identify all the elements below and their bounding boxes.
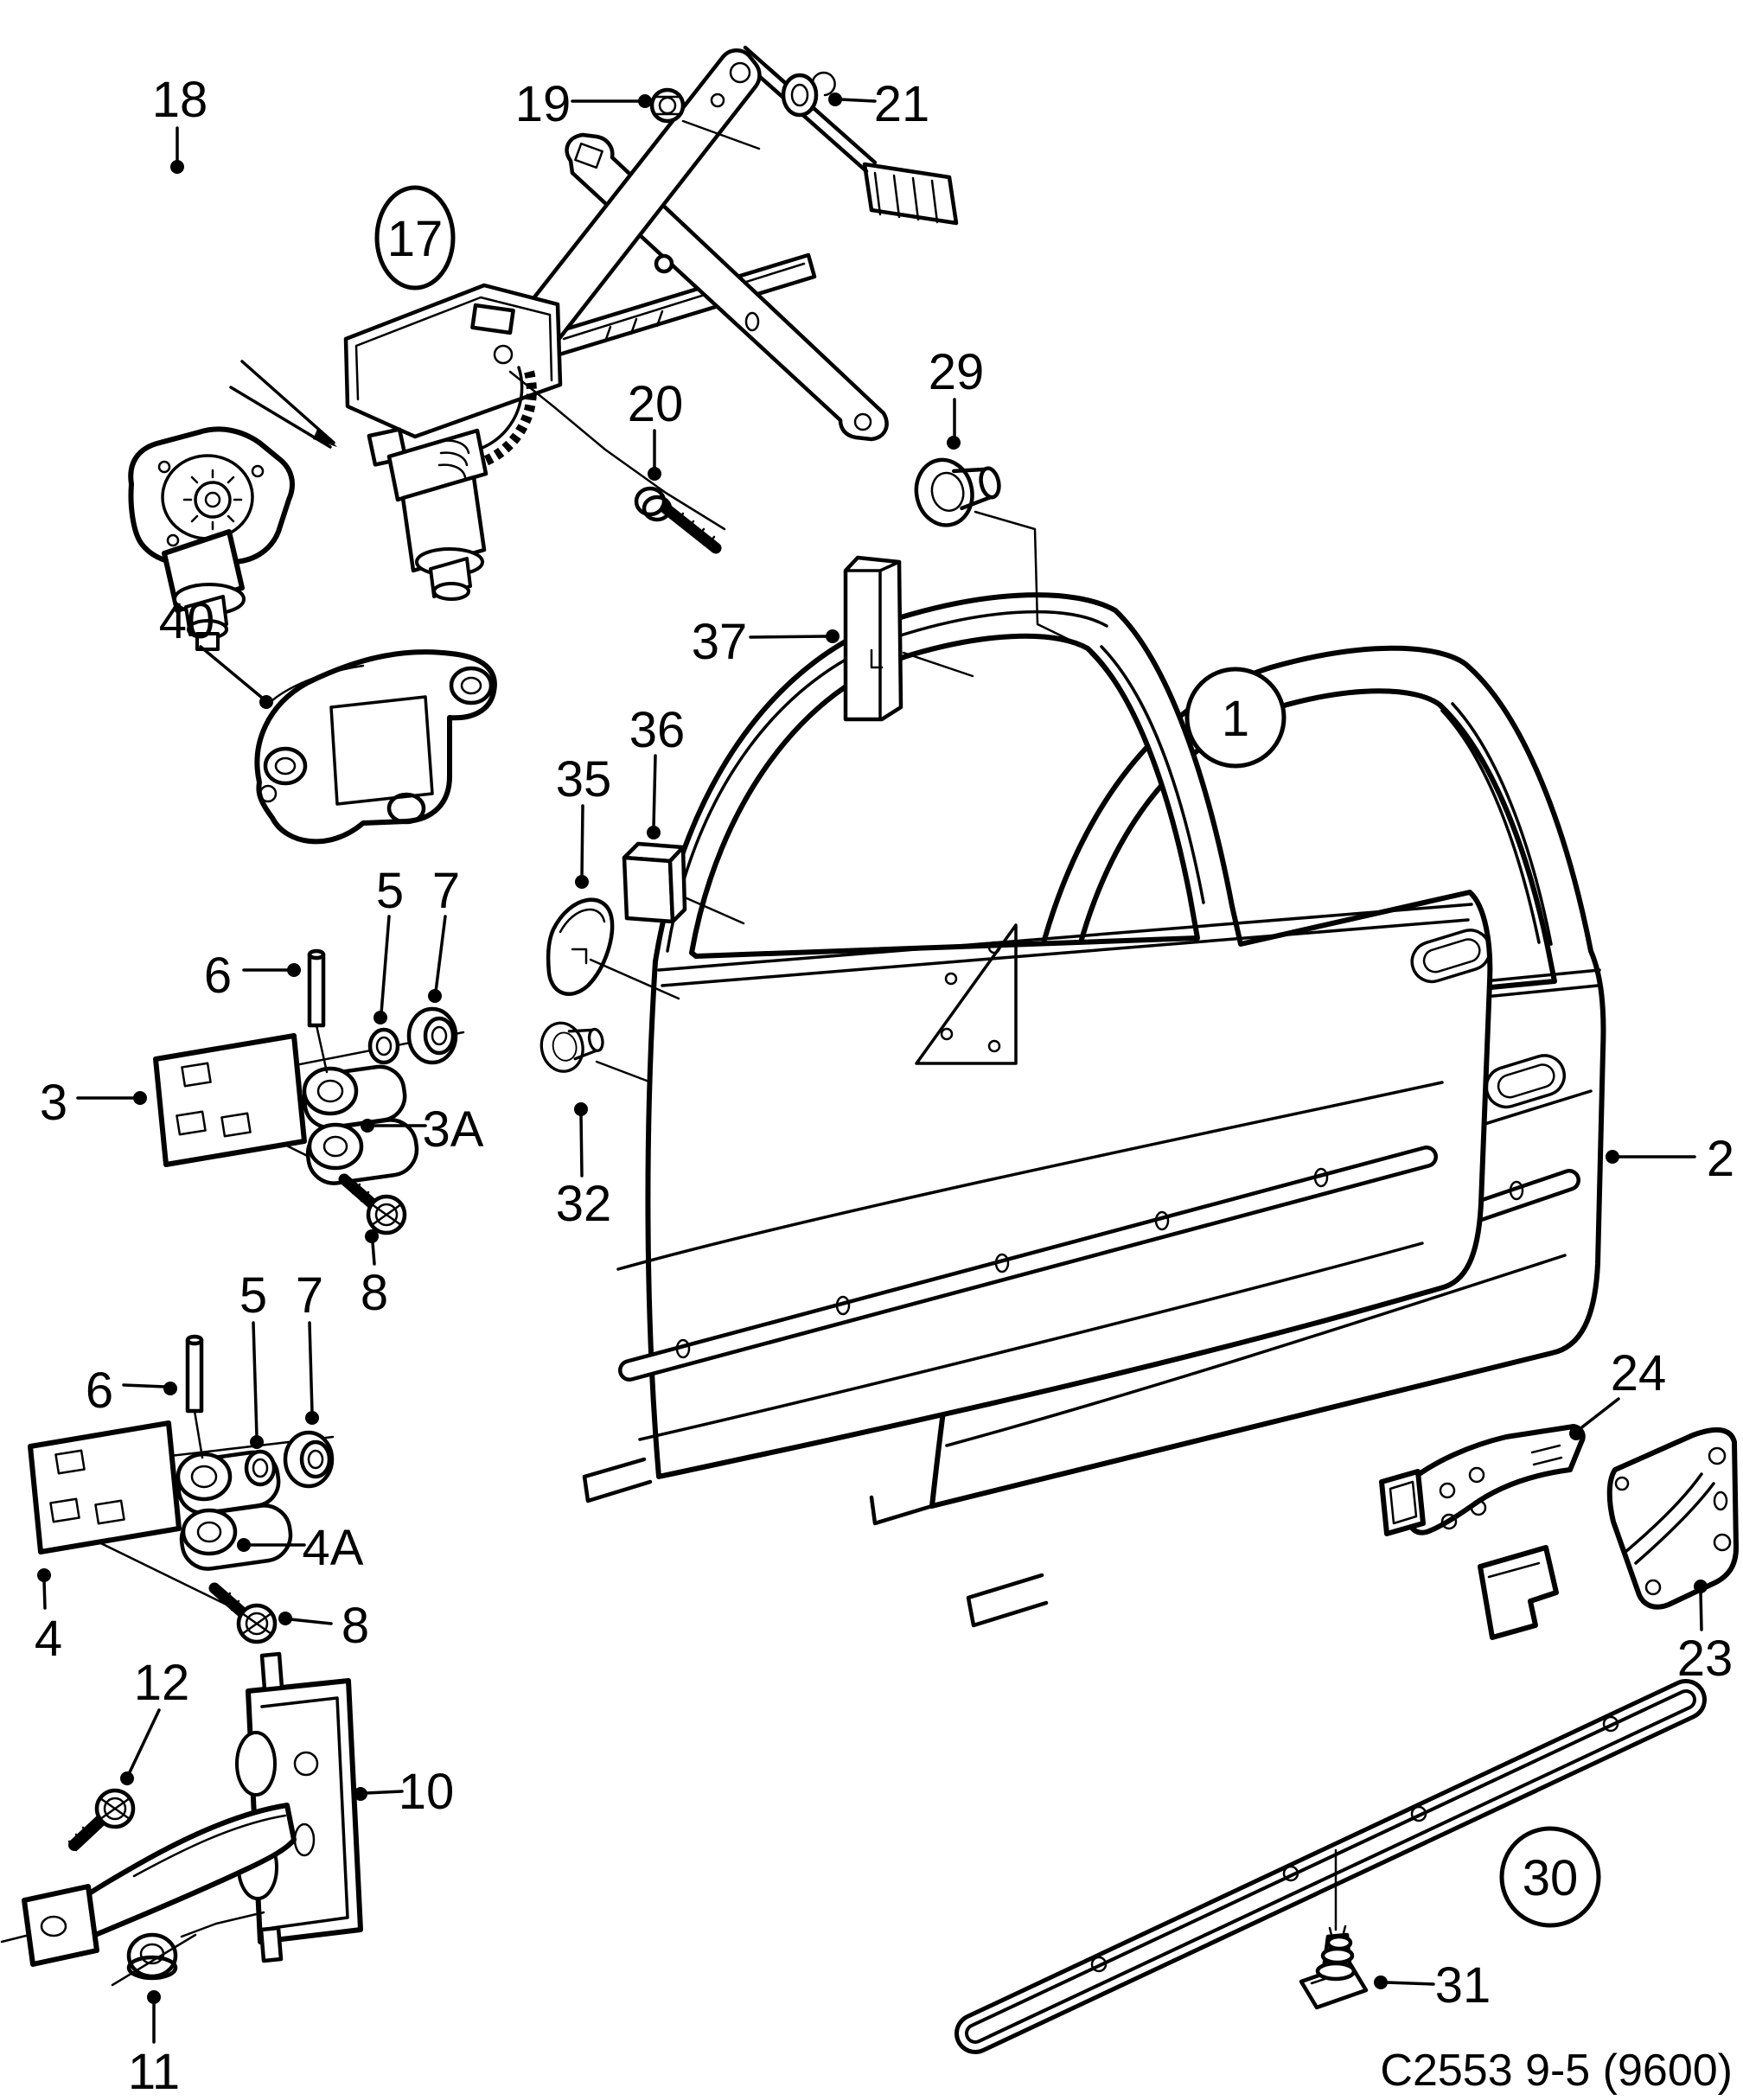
door-handle-recess [1410, 929, 1491, 984]
glass-channel-block [862, 162, 959, 226]
callout-10[interactable]: 10 [399, 1764, 455, 1820]
figure-caption: C2553 9-5 (9600) [1380, 2046, 1733, 2096]
callout-35[interactable]: 35 [556, 751, 612, 807]
door-check-strap [0, 1651, 363, 1967]
callout-4a[interactable]: 4A [303, 1520, 364, 1576]
grommet-position-line [595, 1060, 648, 1082]
callout-21[interactable]: 21 [874, 76, 930, 132]
pad-position-line [589, 958, 680, 1000]
check-nut [111, 1932, 197, 1987]
cable-line [508, 370, 726, 531]
callout-24[interactable]: 24 [1611, 1345, 1667, 1401]
wedge-block [622, 841, 687, 924]
connector-block [470, 303, 515, 335]
grommet-position-line [974, 510, 1071, 641]
washer [244, 1449, 277, 1487]
scissor-pivot [654, 253, 674, 274]
callout-20[interactable]: 20 [628, 376, 684, 432]
hinge-flange-bolt [208, 1582, 278, 1644]
callout-4[interactable]: 4 [35, 1611, 62, 1667]
callout-1-circled[interactable]: 1 [1184, 667, 1286, 769]
callout-29[interactable]: 29 [929, 344, 985, 400]
callout-3a[interactable]: 3A [423, 1101, 484, 1158]
reinforcement-bracket-24 [1379, 1424, 1586, 1536]
glass-run-line [1440, 709, 1541, 944]
gasket-pad [546, 897, 615, 996]
callout-19[interactable]: 19 [515, 76, 571, 132]
gear-teeth [182, 469, 243, 531]
regulator-motor [386, 428, 488, 601]
callout-7b[interactable]: 7 [296, 1267, 323, 1324]
glass-run-line [1100, 645, 1205, 904]
callout-37[interactable]: 37 [692, 614, 748, 670]
callout-6b[interactable]: 6 [86, 1363, 113, 1419]
svg-text:17: 17 [387, 211, 444, 267]
bushing [406, 1006, 458, 1065]
callout-23[interactable]: 23 [1677, 1631, 1733, 1687]
callout-7a[interactable]: 7 [432, 863, 460, 919]
mounting-bracket [254, 649, 497, 845]
callout-8b[interactable]: 8 [342, 1598, 369, 1654]
lower-door-hinge [28, 1420, 335, 1606]
check-end-block [22, 1884, 99, 1967]
window-regulator-assembly [343, 45, 959, 601]
door-grommet-large [914, 457, 1001, 527]
bushing [283, 1430, 335, 1489]
callout-36[interactable]: 36 [629, 702, 686, 758]
callout-8a[interactable]: 8 [361, 1265, 388, 1321]
belt-crease [657, 903, 1473, 987]
svg-text:1: 1 [1222, 691, 1249, 747]
door-bottom-foot [869, 1495, 935, 1526]
hinge-pin [185, 1334, 204, 1459]
reinforcement-bracket-23 [1478, 1427, 1739, 1640]
check-stud [259, 1651, 284, 1692]
callout-labels: 18 19 21 20 29 37 40 5 7 6 3 3A 8 5 7 6 … [35, 72, 1734, 2100]
callout-40[interactable]: 40 [159, 593, 215, 649]
strip-position-line [902, 651, 974, 678]
upper-door-hinge [153, 1031, 465, 1185]
check-stud [259, 1925, 284, 1963]
front-door-panel-1 [582, 592, 1493, 1503]
door-bottom-foot [582, 1457, 653, 1503]
regulator-arm [565, 132, 889, 442]
callout-31[interactable]: 31 [1435, 1957, 1491, 2014]
hinge-flange-bolt [338, 1173, 407, 1235]
regulator-nut [649, 87, 761, 150]
glass-run-line [1451, 702, 1553, 946]
callout-3[interactable]: 3 [40, 1075, 67, 1131]
callout-12[interactable]: 12 [134, 1655, 190, 1711]
lower-crease [945, 1254, 1567, 1447]
callout-5a[interactable]: 5 [376, 863, 404, 919]
callout-2[interactable]: 2 [1707, 1131, 1734, 1187]
door-grommet-small [540, 1021, 604, 1073]
callout-5b[interactable]: 5 [239, 1267, 267, 1324]
installation-arrow [229, 360, 337, 449]
regulator-bolt [634, 486, 722, 554]
tree-clip [1299, 1924, 1369, 2010]
callout-11[interactable]: 11 [128, 2044, 180, 2100]
mirror-mount-plate [915, 923, 1018, 1065]
block-position-line [683, 896, 745, 925]
glass-run-line [1089, 652, 1193, 901]
door-molding-strip [618, 1146, 1438, 1382]
leader-lines [37, 93, 1708, 2044]
callout-30-circled[interactable]: 30 [1499, 1826, 1601, 1928]
callout-32[interactable]: 32 [556, 1176, 612, 1232]
pivot-clip [781, 71, 836, 118]
hinge-pin [307, 948, 329, 1074]
callout-18[interactable]: 18 [152, 72, 208, 128]
body-crease [616, 1081, 1444, 1271]
spacer-strip [843, 555, 903, 722]
door-bottom-foot [966, 1573, 1049, 1628]
lower-crease [638, 1241, 1424, 1441]
callout-6a[interactable]: 6 [204, 948, 232, 1004]
svg-text:30: 30 [1523, 1850, 1579, 1906]
callout-17-circled[interactable]: 17 [374, 185, 456, 290]
check-bolt [67, 1788, 136, 1852]
window-motor [128, 426, 295, 651]
sill-trim-strip [954, 1679, 1707, 2054]
washer [367, 1027, 400, 1065]
